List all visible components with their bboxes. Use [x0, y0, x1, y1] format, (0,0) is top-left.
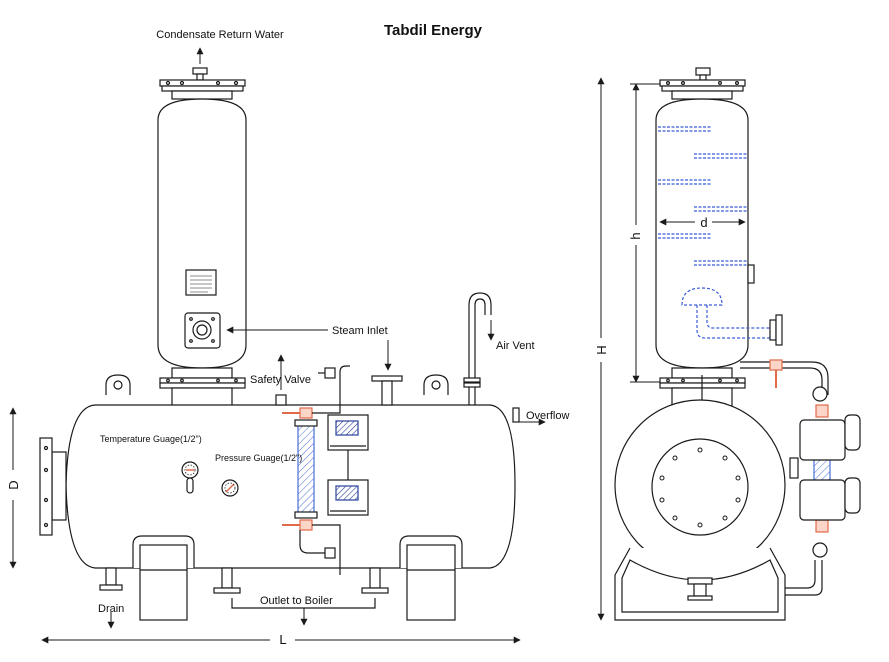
column-trays [658, 126, 748, 266]
pressure-gauge [221, 479, 239, 497]
saddle-left [132, 535, 195, 621]
dimension-l-label: L [279, 632, 286, 647]
dimension-small-h-line [630, 83, 660, 383]
label-outlet-to-boiler: Outlet to Boiler [260, 595, 333, 607]
steam-inlet-nozzle [184, 312, 221, 349]
drain-nozzle [99, 567, 123, 591]
deaerator-column [157, 98, 247, 369]
side-view [614, 67, 861, 621]
label-steam-inlet: Steam Inlet [332, 325, 388, 337]
label-pressure-gauge: Pressure Guage(1/2") [215, 453, 302, 463]
label-condensate-return: Condensate Return Water [156, 29, 284, 41]
manhole-cover [651, 438, 749, 536]
label-safety-valve: Safety Valve [250, 374, 311, 386]
brand-title: Tabdil Energy [384, 22, 483, 39]
dimension-d-label: D [6, 480, 21, 489]
label-air-vent: Air Vent [496, 340, 535, 352]
condensate-inlet-nozzle [159, 67, 246, 100]
label-temperature-gauge: Temperature Guage(1/2") [100, 434, 202, 444]
dimension-small-d-label: d [700, 215, 707, 230]
manhole-flange [39, 437, 67, 536]
dimension-small-h-label: h [628, 232, 643, 239]
label-overflow: Overflow [526, 410, 569, 422]
level-gauge-assembly [282, 365, 369, 575]
front-view [39, 67, 520, 621]
outlet-nozzle-right [361, 567, 389, 594]
column-connection-flange [159, 367, 246, 409]
lifting-lug-left [105, 374, 131, 395]
lifting-lug-right [423, 374, 449, 395]
nameplate [185, 269, 217, 296]
label-drain: Drain [98, 603, 124, 615]
front-view-leaders [107, 47, 546, 629]
safety-valve-nozzle [275, 394, 287, 406]
temperature-gauge [181, 461, 199, 494]
top-inlet-nozzle [371, 375, 403, 406]
spray-head [681, 287, 770, 339]
saddle-right [399, 535, 463, 621]
dimension-h-label: H [594, 345, 609, 354]
side-column [655, 98, 749, 369]
air-vent-pipe [463, 292, 492, 405]
outlet-nozzle-left [213, 567, 241, 594]
overflow-nozzle [512, 407, 520, 423]
storage-tank [65, 404, 516, 569]
